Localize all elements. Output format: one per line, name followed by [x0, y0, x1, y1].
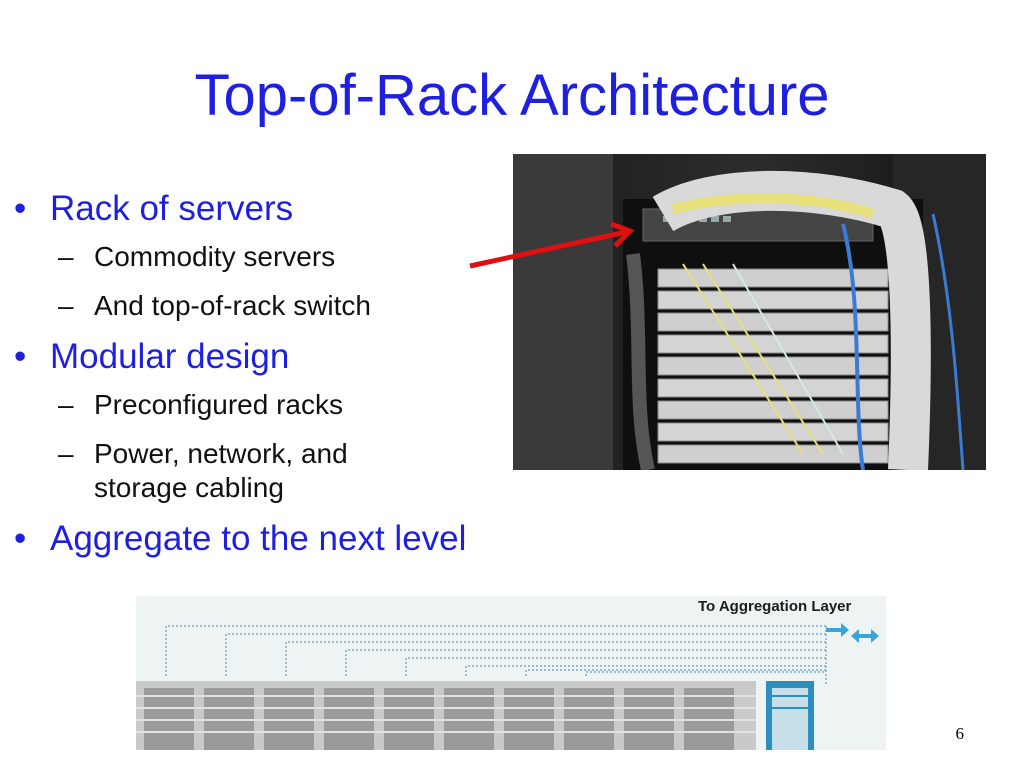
sub-bullet-text: Power, network, and storage cabling: [94, 438, 348, 503]
bullet-dot: •: [14, 519, 27, 558]
bullet-rack-of-servers: • Rack of servers: [14, 190, 534, 228]
dash-marker: –: [58, 290, 74, 321]
rack-aggregation-diagram: [136, 596, 886, 750]
bullet-text: Modular design: [50, 337, 290, 376]
sub-bullet-text: Preconfigured racks: [94, 389, 344, 420]
dash-marker: –: [58, 438, 74, 469]
aggregation-layer-label: To Aggregation Layer: [698, 598, 852, 615]
red-pointer-arrow-icon: [469, 222, 635, 269]
sub-bullet: – And top-of-rack switch: [14, 289, 534, 323]
sub-bullet-text: Commodity servers: [94, 241, 336, 272]
bullet-text: Aggregate to the next level: [50, 519, 467, 558]
bullet-list: • Rack of servers – Commodity servers – …: [14, 190, 534, 570]
bullet-modular-design: • Modular design: [14, 338, 534, 376]
bullet-text: Rack of servers: [50, 189, 294, 228]
sub-bullet-text: And top-of-rack switch: [94, 290, 371, 321]
dash-marker: –: [58, 241, 74, 272]
dash-marker: –: [58, 389, 74, 420]
server-rack-photo: [513, 154, 986, 470]
sub-bullet: – Preconfigured racks: [14, 388, 534, 422]
sub-bullet: – Power, network, and storage cabling: [14, 437, 434, 505]
page-number: 6: [955, 724, 965, 743]
slide-title: Top-of-Rack Architecture: [194, 63, 830, 128]
sub-bullet: – Commodity servers: [14, 240, 534, 274]
bullet-dot: •: [14, 189, 27, 228]
bullet-aggregate: • Aggregate to the next level: [14, 520, 534, 558]
bullet-dot: •: [14, 337, 27, 376]
